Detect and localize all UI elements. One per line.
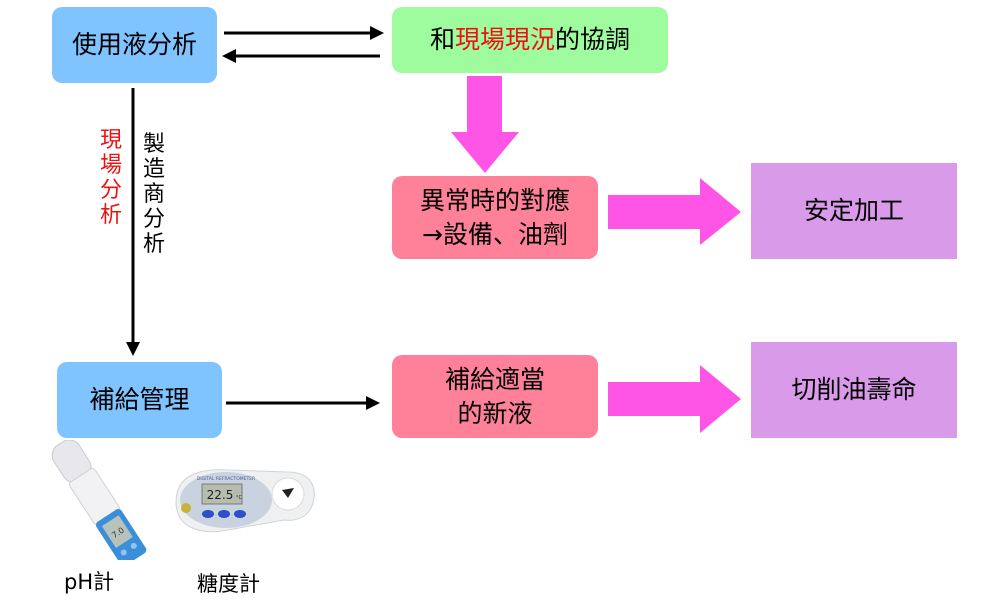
node-coordination-label: 和現場現況的協調: [430, 23, 630, 57]
node-abnormal-response: 異常時的對應 →設備、油劑: [392, 176, 598, 259]
arrow-usage-to-coordination: [224, 26, 384, 40]
coordination-prefix: 和: [429, 25, 455, 54]
proper-new-fluid-line2: 的新液: [457, 398, 533, 428]
node-stable-processing-label: 安定加工: [803, 196, 904, 225]
proper-new-fluid-line1: 補給適當: [444, 364, 545, 394]
arrow-usage-to-supply: [126, 88, 140, 356]
coordination-highlight: 現場現況: [454, 25, 555, 54]
arrow-new-fluid-to-life: [608, 365, 741, 433]
refractometer-display: 22.5: [207, 488, 234, 502]
refractometer-brand: DIGITAL REFRACTOMETER: [197, 476, 255, 482]
ph-meter-image: 7.0: [51, 440, 147, 560]
arrow-supply-to-new-fluid: [226, 396, 380, 410]
node-usage-analysis-label: 使用液分析: [71, 30, 197, 59]
abnormal-response-line1: 異常時的對應: [419, 185, 570, 215]
abnormal-response-line2: →設備、油劑: [422, 219, 568, 249]
node-stable-processing: 安定加工: [751, 163, 957, 259]
coordination-suffix: 的協調: [555, 25, 631, 54]
node-proper-new-fluid: 補給適當 的新液: [392, 355, 598, 438]
refractometer-unit: °C: [236, 495, 243, 501]
refractometer-caption: 糖度計: [197, 572, 260, 596]
node-usage-analysis: 使用液分析: [52, 7, 217, 83]
arrow-coordination-to-usage: [222, 49, 380, 63]
refractometer-image: DIGITAL REFRACTOMETER 22.5 °C: [175, 469, 315, 533]
label-manufacturer-analysis: 製造商分析: [142, 132, 165, 257]
arrow-coordination-to-abnormal: [451, 76, 519, 173]
node-cutting-oil-life-label: 切削油壽命: [791, 375, 917, 404]
node-cutting-oil-life: 切削油壽命: [751, 342, 957, 438]
node-coordination: 和現場現況的協調: [392, 7, 668, 73]
node-supply-management-label: 補給管理: [89, 385, 190, 414]
label-field-analysis: 現場分析: [99, 128, 122, 228]
ph-meter-caption: pH計: [64, 570, 115, 594]
arrow-abnormal-to-stable: [608, 178, 741, 245]
node-supply-management: 補給管理: [57, 362, 222, 438]
